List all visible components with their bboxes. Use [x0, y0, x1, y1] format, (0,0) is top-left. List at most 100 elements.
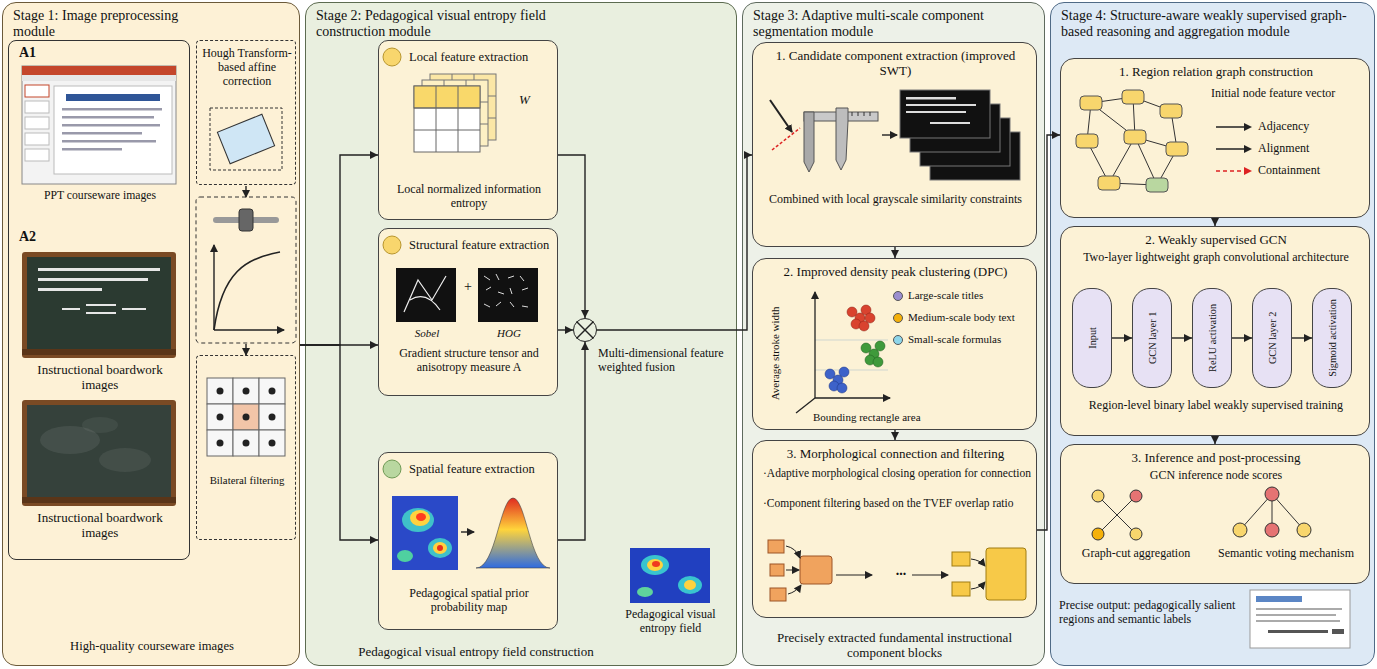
- ppt-screenshot: [25, 117, 49, 129]
- layer-label: Sigmoid activation: [1327, 290, 1339, 386]
- box-caption: Local normalized information entropy: [383, 183, 555, 211]
- local-window-grids: [414, 86, 480, 152]
- entropy-field-heatmap: [641, 555, 669, 575]
- cluster-scatter: [796, 398, 815, 413]
- ppt-screenshot: [25, 85, 49, 97]
- output-thumbnail: [1256, 614, 1336, 616]
- filter-grid-icon: [233, 404, 259, 430]
- stage-caption: High-quality courseware images: [3, 639, 301, 654]
- connector: [1172, 337, 1192, 338]
- output-thumbnail: [1268, 630, 1328, 633]
- stage-caption: Pedagogical visual entropy field constru…: [346, 645, 606, 660]
- ppt-screenshot: [66, 94, 160, 101]
- output-label: Precise output: pedagogically salient re…: [1059, 599, 1244, 627]
- filter-grid-icon: [207, 430, 233, 456]
- step-box: 1. Candidate component extraction (impro…: [752, 42, 1037, 247]
- caliper-illustration: [906, 111, 966, 113]
- ppt-screenshot: [22, 75, 176, 81]
- legend-swatch: [893, 291, 903, 301]
- cluster-scatter: [861, 341, 885, 367]
- caliper-illustration: [906, 97, 956, 100]
- spatial-prior-maps: [461, 531, 474, 532]
- step-label: Hough Transform-based affine correction: [201, 47, 293, 88]
- connector: [300, 345, 378, 540]
- axis-label: Bounding rectangle area: [813, 411, 953, 424]
- image-group: A1PPT courseware imagesA2Instructional b…: [8, 40, 190, 560]
- blackboard-photo: [38, 268, 160, 271]
- local-window-grids: [430, 74, 496, 140]
- region-graph: [1122, 90, 1144, 104]
- box-title: Local feature extraction: [409, 50, 555, 64]
- caliper-illustration: [836, 108, 848, 170]
- sobel-hog-images: [484, 274, 528, 307]
- flow-arrow: [246, 186, 247, 355]
- box-caption: Pedagogical spatial prior probability ma…: [383, 587, 555, 615]
- caliper-illustration: [930, 122, 970, 124]
- sobel-hog-images: [396, 268, 456, 322]
- legend-arrowhead: [1244, 145, 1252, 153]
- region-graph: [1076, 90, 1188, 190]
- box-caption: Region-level binary label weakly supervi…: [1069, 399, 1363, 413]
- step-box: 2. Weakly supervised GCNTwo-layer lightw…: [1060, 226, 1370, 436]
- bullet-text: ·Component filtering based on the TVEF o…: [763, 497, 1033, 510]
- feature-box: Structural feature extractionSobel+HOGGr…: [378, 228, 558, 396]
- ppt-screenshot: [62, 140, 156, 143]
- entropy-field-heatmap: [637, 587, 653, 597]
- legend-line-sample: [1216, 121, 1254, 133]
- blackboard-photo: [22, 349, 176, 355]
- connector: [1232, 337, 1252, 338]
- fusion-label: Multi-dimensional feature weighted fusio…: [598, 347, 736, 375]
- cluster-scatter: [815, 340, 888, 370]
- voting-tree-illustration: [1240, 494, 1304, 530]
- component-merge-illustration: [788, 585, 801, 594]
- region-graph: [1098, 176, 1120, 190]
- legend-line-sample: [1216, 165, 1254, 177]
- cluster-scatter: [861, 343, 871, 353]
- image-label: HOG: [479, 327, 539, 340]
- layer-pill: GCN layer 1: [1132, 288, 1172, 388]
- blackboard-photo: [27, 405, 171, 497]
- sobel-hog-images: [478, 268, 538, 322]
- cluster-scatter: [873, 357, 883, 367]
- caliper-illustration: [804, 112, 878, 121]
- voting-tree-illustration: [1265, 523, 1279, 537]
- box-title: Structural feature extraction: [409, 238, 555, 252]
- graph-cut-illustration: [1092, 490, 1142, 540]
- flow-arrow: [245, 186, 246, 197]
- caliper-illustration: [906, 104, 976, 106]
- caliper-illustration: [772, 128, 800, 150]
- component-merge-illustration: [770, 564, 784, 576]
- feature-icons: [383, 460, 401, 478]
- graph-cut-illustration: [1098, 496, 1136, 534]
- region-graph: [1076, 90, 1188, 192]
- stage-caption: Precisely extracted fundamental instruct…: [749, 631, 1040, 661]
- cluster-scatter: [825, 367, 849, 393]
- spatial-prior-maps: [402, 508, 434, 532]
- local-window-grids: [414, 86, 480, 152]
- cluster-scatter: [829, 381, 839, 391]
- affine-correction-icon: [210, 108, 282, 170]
- legend-line: [1216, 148, 1245, 150]
- component-merge-illustration: [786, 570, 799, 571]
- output-thumbnail: [1256, 620, 1340, 622]
- ppt-screenshot: [62, 148, 122, 151]
- ellipsis: ...: [881, 563, 921, 579]
- affine-correction-icon: [217, 114, 274, 164]
- output-thumbnail: [1250, 590, 1350, 648]
- component-merge-illustration: [971, 559, 985, 566]
- local-window-grids: [422, 80, 488, 146]
- bullet-text: ·Adaptive morphological closing operatio…: [763, 467, 1033, 480]
- legend-text: Small-scale formulas: [908, 333, 1030, 346]
- cluster-scatter: [833, 375, 843, 385]
- gamma-correction-icon: [239, 209, 253, 231]
- filter-grid-icon: [207, 404, 233, 430]
- filter-grid-icon: [269, 388, 276, 395]
- legend-arrowhead: [1244, 167, 1252, 175]
- blackboard-photo: [82, 417, 118, 433]
- stage-title: Stage 2: Pedagogical visual entropy fiel…: [316, 8, 616, 40]
- legend-text: Containment: [1258, 164, 1358, 178]
- legend-text: Medium-scale body text: [908, 311, 1030, 324]
- filter-grid-icon: [233, 378, 259, 404]
